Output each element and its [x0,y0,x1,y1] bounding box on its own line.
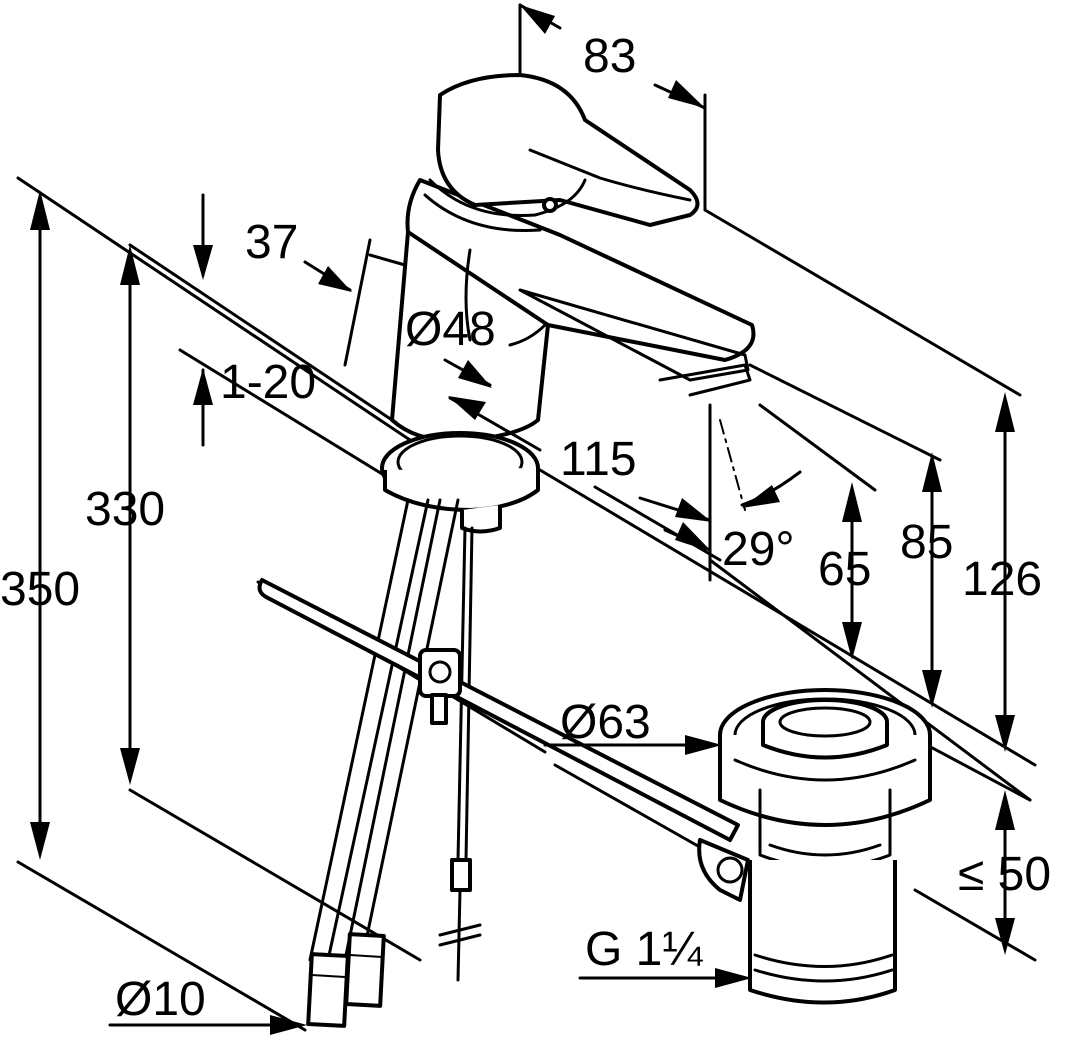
base-ring [380,431,540,534]
popup-rod [257,526,740,982]
label-d63: Ø63 [560,696,651,749]
label-126: 126 [962,553,1042,606]
extension-lines [16,3,1037,1032]
faucet-body [390,73,756,443]
label-65: 65 [818,543,871,596]
label-d10: Ø10 [115,973,206,1026]
label-g1-quarter: G 1¼ [585,923,703,976]
label-1-20: 1-20 [220,356,316,409]
dimension-labels: 83 37 Ø48 1-20 115 29° 330 350 65 85 126… [0,30,1051,1026]
label-350: 350 [0,563,80,616]
label-85: 85 [900,516,953,569]
label-max50: ≤ 50 [958,848,1051,901]
label-d48: Ø48 [405,303,496,356]
label-330: 330 [85,483,165,536]
label-37: 37 [245,216,298,269]
label-29deg: 29° [722,523,795,576]
supply-hoses [306,498,460,1028]
label-115: 115 [560,433,637,486]
label-83: 83 [583,30,636,83]
drain-assembly [697,688,932,1005]
leader-arrows [108,3,802,1035]
dimension-lines [30,190,1015,955]
